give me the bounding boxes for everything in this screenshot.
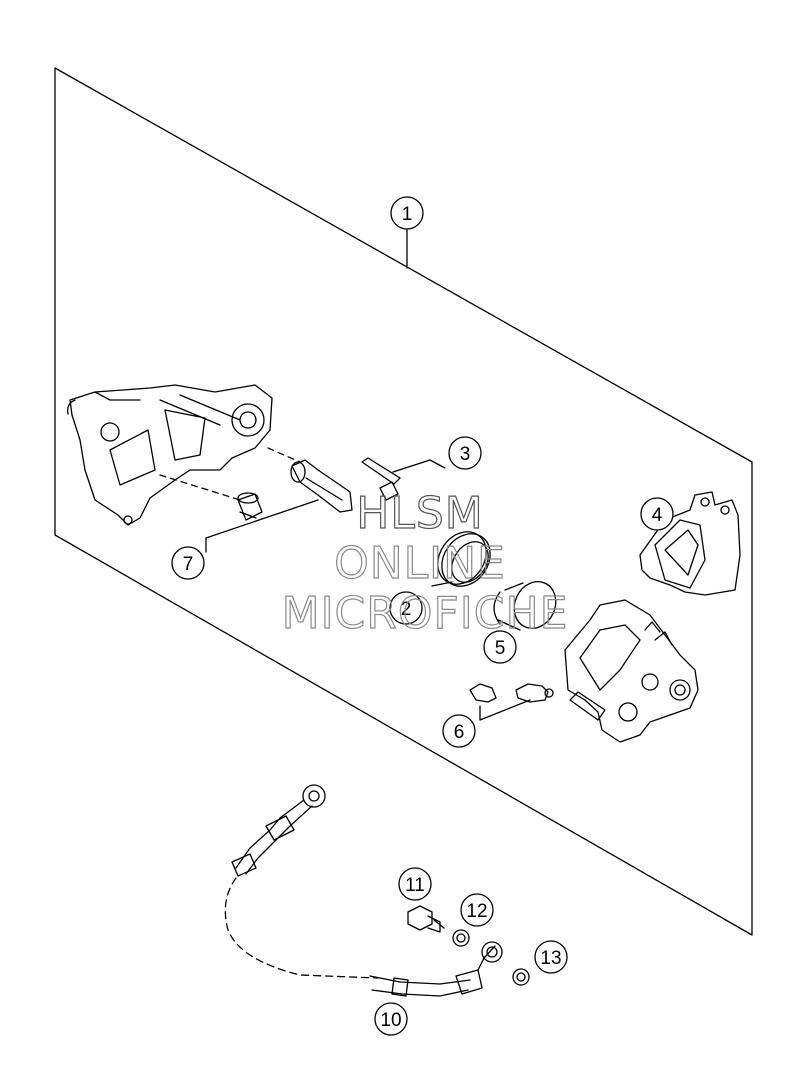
watermark-line-2: ONLINE bbox=[334, 538, 506, 589]
callout-circle-11 bbox=[398, 867, 432, 901]
callout-label-10: 10 bbox=[380, 1010, 401, 1031]
guide-pin-part-3 bbox=[361, 457, 401, 501]
brake-carrier-bracket bbox=[67, 384, 273, 526]
callout-label-7: 7 bbox=[183, 554, 194, 575]
piston-part-5 bbox=[493, 581, 557, 631]
callout-circle-13 bbox=[534, 940, 568, 974]
callout-circle-5 bbox=[483, 630, 517, 664]
callout-label-12: 12 bbox=[466, 901, 487, 922]
callout-label-1: 1 bbox=[402, 204, 413, 225]
callout-circle-4 bbox=[640, 497, 674, 531]
watermark-line-3: MICROFICHE bbox=[282, 588, 569, 639]
brake-hose-part-10 bbox=[224, 784, 503, 997]
callout-label-3: 3 bbox=[460, 444, 471, 465]
callout-circle-3 bbox=[448, 436, 482, 470]
assembly-frame bbox=[54, 67, 753, 936]
callout-label-2: 2 bbox=[401, 599, 412, 620]
callout-label-11: 11 bbox=[405, 875, 425, 896]
bleeder-screws-part-6 bbox=[469, 683, 554, 703]
brake-pads-part-4 bbox=[639, 491, 741, 596]
watermark-line-1: HLSM bbox=[356, 488, 484, 539]
callout-circle-7 bbox=[171, 546, 205, 580]
callout-circle-6 bbox=[442, 714, 476, 748]
callout-circle-10 bbox=[374, 1002, 408, 1036]
callout-circle-12 bbox=[460, 893, 494, 927]
caliper-body bbox=[564, 599, 699, 743]
callout-label-5: 5 bbox=[495, 638, 506, 659]
banjo-bolt-part-11 bbox=[407, 905, 445, 933]
slide-pin bbox=[290, 459, 353, 513]
callout-label-6: 6 bbox=[454, 722, 465, 743]
washer-part-13 bbox=[512, 968, 530, 986]
callout-label-4: 4 bbox=[652, 505, 663, 526]
callout-circle-2 bbox=[389, 591, 423, 625]
callout-circle-1 bbox=[390, 196, 424, 230]
callout-label-13: 13 bbox=[540, 948, 561, 969]
rubber-boot-part-7 bbox=[237, 492, 263, 521]
washer-part-12 bbox=[452, 929, 470, 947]
